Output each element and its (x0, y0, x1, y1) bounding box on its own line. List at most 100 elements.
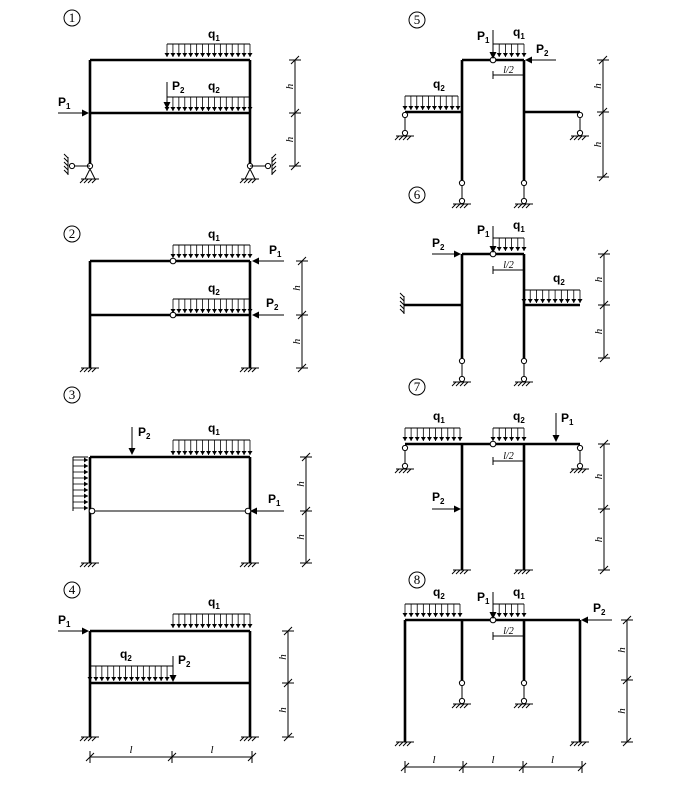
ground-hatch (239, 367, 245, 373)
dimension-slash (598, 107, 608, 117)
ground-hatch (83, 736, 89, 742)
ground-hatch (521, 381, 527, 387)
force-label-p2: P2 (432, 490, 445, 506)
force-label-p1: P1 (58, 95, 71, 111)
link-support-hinge-top (401, 111, 409, 119)
link-support-hinge-top (576, 444, 584, 452)
link-support-hinge-top (520, 679, 528, 687)
ground-hatch (243, 736, 249, 742)
link-support-hinge-bottom (576, 462, 584, 470)
dimension-slash (290, 108, 300, 118)
wall-hatch (271, 165, 277, 171)
ground-hatch (91, 178, 97, 184)
ground-hatch (251, 367, 257, 373)
dimension-label-l: l (210, 744, 213, 756)
load-label-q1: q1 (513, 585, 525, 601)
ground-hatch (394, 468, 400, 474)
ground-hatch (251, 178, 257, 184)
dimension-label-h: h (295, 481, 307, 487)
dimension-slash (283, 678, 293, 688)
dimension-slash (290, 161, 300, 171)
link-support-hinge-bottom (520, 375, 528, 383)
ground-hatch (87, 367, 93, 373)
ground-hatch (402, 468, 408, 474)
ground-hatch (83, 562, 89, 568)
ground-hatch (87, 562, 93, 568)
wall-hatch (63, 165, 69, 171)
link-support-hinge-bottom (520, 697, 528, 705)
dimension-label-h: h (593, 328, 605, 334)
ground-hatch (398, 741, 404, 747)
wall-hatch (271, 161, 277, 167)
ground-hatch (463, 381, 469, 387)
variant-number-circle (408, 186, 426, 204)
ground-hatch (398, 468, 404, 474)
link-support-hinge-top (458, 179, 466, 187)
ground-hatch (243, 562, 249, 568)
variant-number-circle (63, 386, 81, 404)
link-support-hinge-bottom (458, 697, 466, 705)
ground-hatch (513, 381, 519, 387)
ground-hatch (573, 741, 579, 747)
hinge (169, 311, 177, 319)
dimension-label-h: h (295, 534, 307, 540)
dimension-label-half: l/2 (503, 260, 514, 271)
wall-hatch (399, 308, 405, 314)
ground-hatch (581, 468, 587, 474)
ground-hatch (394, 741, 400, 747)
ground-hatch (79, 562, 85, 568)
dimension-slash (301, 558, 311, 568)
ground-hatch (251, 562, 257, 568)
hinge (489, 440, 497, 448)
dimension-slash (167, 752, 177, 762)
load-label-q1: q1 (208, 421, 220, 437)
ground-hatch (455, 203, 461, 209)
hinge (88, 507, 96, 515)
variant-number: 1 (69, 10, 76, 25)
variant-number: 7 (414, 379, 421, 394)
link-support-hinge-bottom (401, 129, 409, 137)
ground-hatch (394, 135, 400, 141)
dimension-slash (283, 626, 293, 636)
load-label-q1: q1 (208, 227, 220, 243)
dimension-label-h: h (277, 707, 289, 713)
ground-hatch (239, 178, 245, 184)
force-label-p1: P1 (268, 492, 281, 508)
load-label-q1: q1 (208, 27, 220, 43)
hinge (264, 162, 272, 170)
dimension-label-h: h (284, 136, 296, 142)
ground-hatch (79, 367, 85, 373)
dimension-slash (290, 55, 300, 65)
link-support-hinge-bottom (576, 129, 584, 137)
dimension-slash (301, 506, 311, 516)
ground-hatch (459, 703, 465, 709)
wall-hatch (63, 157, 69, 163)
ground-hatch (577, 741, 583, 747)
hinge (68, 162, 76, 170)
ground-hatch (581, 741, 587, 747)
dimension-slash (297, 256, 307, 266)
ground-hatch (83, 367, 89, 373)
ground-hatch (79, 178, 85, 184)
ground-hatch (513, 703, 519, 709)
force-label-p1: P1 (269, 243, 282, 259)
ground-hatch (239, 736, 245, 742)
ground-hatch (463, 203, 469, 209)
force-label-p2: P2 (536, 42, 549, 58)
ground-hatch (517, 203, 523, 209)
wall-hatch (271, 157, 277, 163)
ground-hatch (577, 468, 583, 474)
link-support-hinge-bottom (458, 197, 466, 205)
dimension-slash (247, 752, 257, 762)
dimension-slash (85, 752, 95, 762)
ground-hatch (525, 569, 531, 575)
force-label-p2: P2 (178, 653, 191, 669)
dimension-slash (599, 300, 609, 310)
link-support-hinge-top (458, 357, 466, 365)
dimension-slash (598, 55, 608, 65)
dimension-label-h: h (593, 536, 605, 542)
dimension-label-h: h (592, 141, 604, 147)
ground-hatch (451, 203, 457, 209)
dimension-label-h: h (592, 83, 604, 89)
